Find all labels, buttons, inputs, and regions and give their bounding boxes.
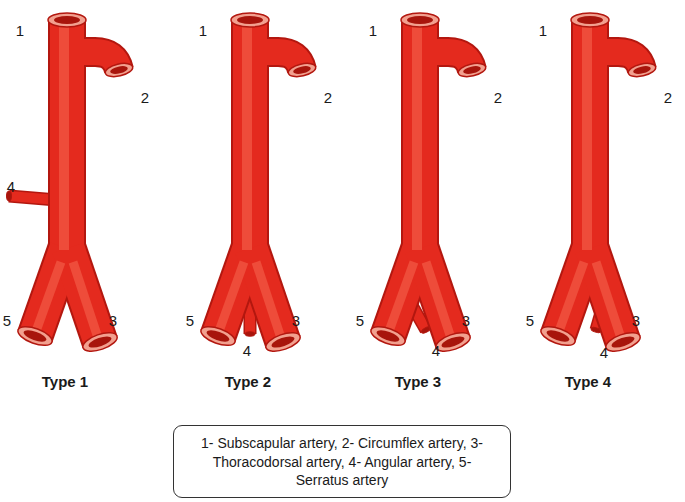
callout-number: 5 bbox=[356, 313, 364, 328]
callout-number: 4 bbox=[432, 343, 440, 358]
callout-number: 2 bbox=[494, 90, 502, 105]
callout-number: 4 bbox=[7, 179, 15, 194]
callout-number: 5 bbox=[3, 313, 11, 328]
callout-number: 3 bbox=[109, 313, 117, 328]
callout-number: 3 bbox=[292, 313, 300, 328]
vessel-type-4 bbox=[539, 13, 657, 355]
callout-number: 1 bbox=[369, 23, 377, 38]
type-label: Type 3 bbox=[395, 374, 441, 389]
vessel-type-1 bbox=[7, 13, 134, 355]
callout-number: 5 bbox=[186, 313, 194, 328]
callout-number: 2 bbox=[664, 90, 672, 105]
callout-number: 4 bbox=[600, 345, 608, 360]
legend-text: 1- Subscapular artery, 2- Circumflex art… bbox=[192, 434, 492, 489]
legend-box: 1- Subscapular artery, 2- Circumflex art… bbox=[173, 425, 511, 498]
callout-number: 2 bbox=[324, 90, 332, 105]
callout-number: 2 bbox=[141, 90, 149, 105]
callout-number: 1 bbox=[16, 23, 24, 38]
type-label: Type 4 bbox=[565, 374, 611, 389]
vessel-type-2 bbox=[199, 13, 317, 355]
callout-number: 5 bbox=[526, 313, 534, 328]
type-label: Type 1 bbox=[42, 374, 88, 389]
callout-number: 3 bbox=[462, 313, 470, 328]
type-label: Type 2 bbox=[225, 374, 271, 389]
callout-number: 1 bbox=[199, 23, 207, 38]
callout-number: 4 bbox=[243, 343, 251, 358]
callout-number: 3 bbox=[632, 313, 640, 328]
callout-number: 1 bbox=[539, 23, 547, 38]
vessel-type-3 bbox=[369, 13, 487, 355]
